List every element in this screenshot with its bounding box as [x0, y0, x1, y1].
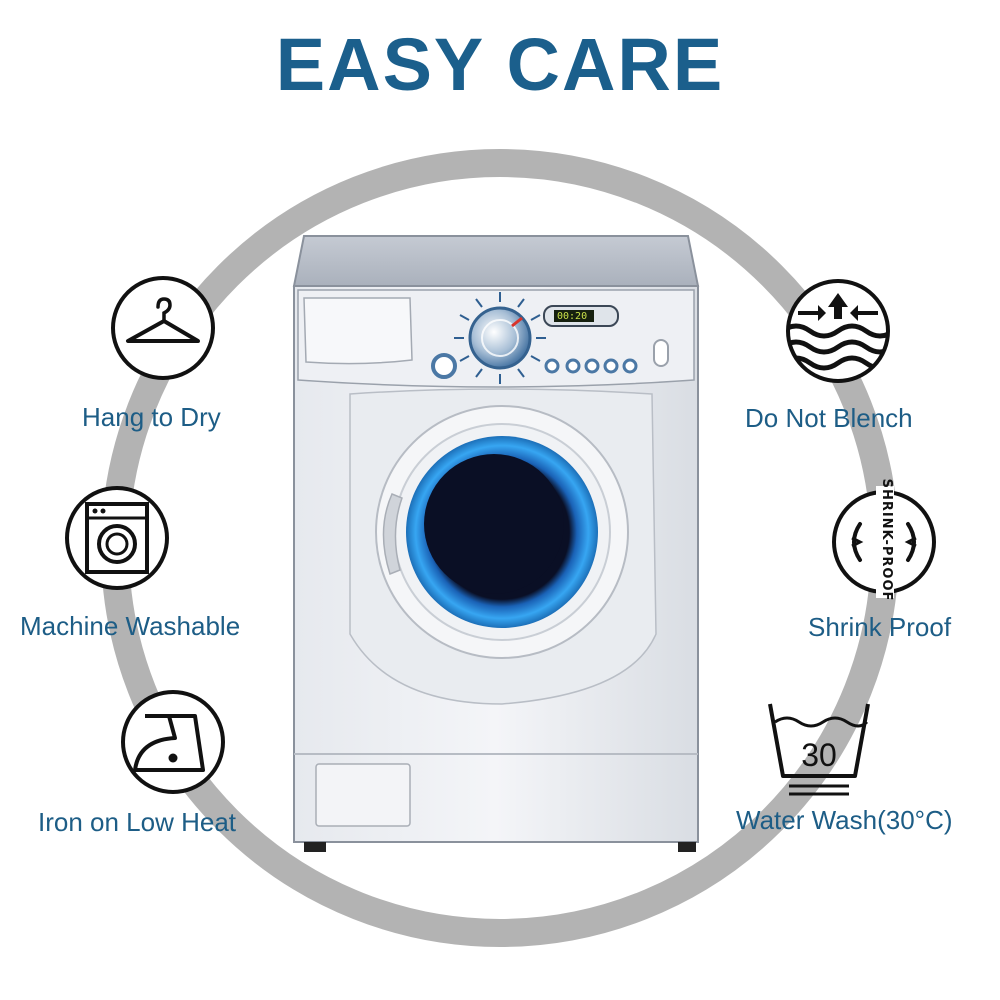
care-label-do-not-blench: Do Not Blench — [745, 403, 913, 433]
care-label-water-wash: Water Wash(30°C) — [736, 805, 953, 835]
care-label-shrink-proof: Shrink Proof — [808, 612, 952, 642]
machine-display-time: 00:20 — [557, 311, 588, 322]
do-not-bleach-icon — [786, 279, 890, 383]
shrink-proof-badge-text: SHRINK-PROOF — [879, 478, 894, 602]
care-label-hang-to-dry: Hang to Dry — [82, 402, 221, 432]
iron-icon — [121, 690, 225, 794]
care-label-iron-low-heat: Iron on Low Heat — [38, 807, 237, 837]
wash-tub-30-icon — [768, 703, 870, 796]
washing-machine-icon — [65, 486, 169, 590]
shrink-proof-icon — [832, 486, 936, 598]
care-label-machine-washable: Machine Washable — [20, 611, 241, 641]
page-title: EASY CARE — [275, 23, 725, 106]
wash-tub-number: 30 — [801, 737, 837, 773]
hanger-icon — [111, 276, 215, 380]
washing-machine-illustration — [292, 235, 700, 852]
